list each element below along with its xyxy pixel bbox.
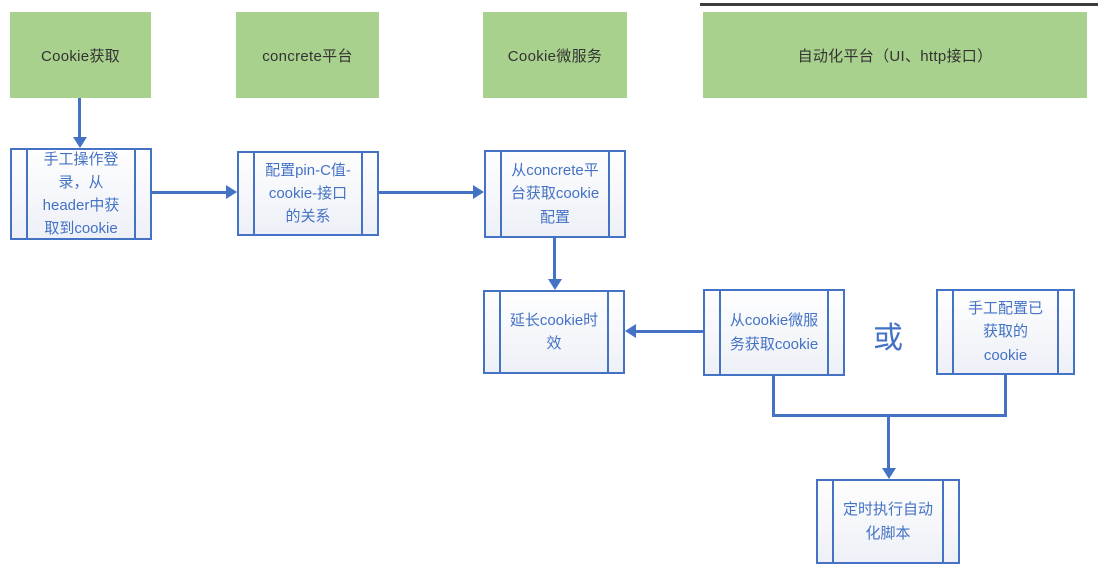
node-fetch-service: 从cookie微服务获取cookie xyxy=(703,289,845,376)
connector-fetch-service-to-extend-cookie xyxy=(635,330,703,333)
node-config-pin: 配置pin-C值-cookie-接口的关系 xyxy=(237,151,379,236)
connector-manual-config-down xyxy=(1004,375,1007,417)
or-label: 或 xyxy=(873,322,903,355)
arrowhead-right-icon xyxy=(226,185,237,199)
node-label: 手工配置已获取的cookie xyxy=(967,300,1043,364)
arrowhead-down-icon xyxy=(73,137,87,148)
connector-fetch-service-down xyxy=(772,376,775,417)
node-label: 延长cookie时效 xyxy=(509,311,599,352)
node-label: 配置pin-C值-cookie-接口的关系 xyxy=(265,161,351,226)
arrowhead-left-icon xyxy=(625,324,636,338)
node-extend-cookie: 延长cookie时效 xyxy=(483,290,625,374)
connector-fetch-config-to-extend-cookie xyxy=(553,238,556,280)
lane-header-concrete: concrete平台 xyxy=(236,12,379,98)
node-label: 手工操作登录，从header中获取到cookie xyxy=(42,150,120,238)
lane-label: Cookie微服务 xyxy=(507,47,603,65)
arrowhead-down-icon xyxy=(548,279,562,290)
connector-manual-login-to-config-pin xyxy=(152,191,227,194)
lane-header-automation: 自动化平台（UI、http接口） xyxy=(703,12,1087,98)
node-manual-config: 手工配置已获取的cookie xyxy=(936,289,1075,375)
node-label: 从concrete平台获取cookie配置 xyxy=(510,162,600,226)
node-label: 定时执行自动化脚本 xyxy=(842,501,933,542)
connector-header-to-manual-login xyxy=(78,98,81,138)
node-label: 从cookie微服务获取cookie xyxy=(729,312,819,353)
lane-label: Cookie获取 xyxy=(40,47,121,65)
lane-label: concrete平台 xyxy=(262,47,353,65)
node-fetch-config: 从concrete平台获取cookie配置 xyxy=(484,150,626,238)
connector-config-pin-to-fetch-config xyxy=(379,191,474,194)
node-scheduled-script: 定时执行自动化脚本 xyxy=(816,479,960,564)
lane-header-cookie-service: Cookie微服务 xyxy=(483,12,627,98)
connector-join-to-scheduled xyxy=(887,414,890,469)
arrowhead-down-icon xyxy=(882,468,896,479)
arrowhead-right-icon xyxy=(473,185,484,199)
node-manual-login: 手工操作登录，从header中获取到cookie xyxy=(10,148,152,240)
lane-header-cookie-fetch: Cookie获取 xyxy=(10,12,151,98)
top-edge-strip xyxy=(700,3,1098,6)
lane-label: 自动化平台（UI、http接口） xyxy=(797,47,993,65)
